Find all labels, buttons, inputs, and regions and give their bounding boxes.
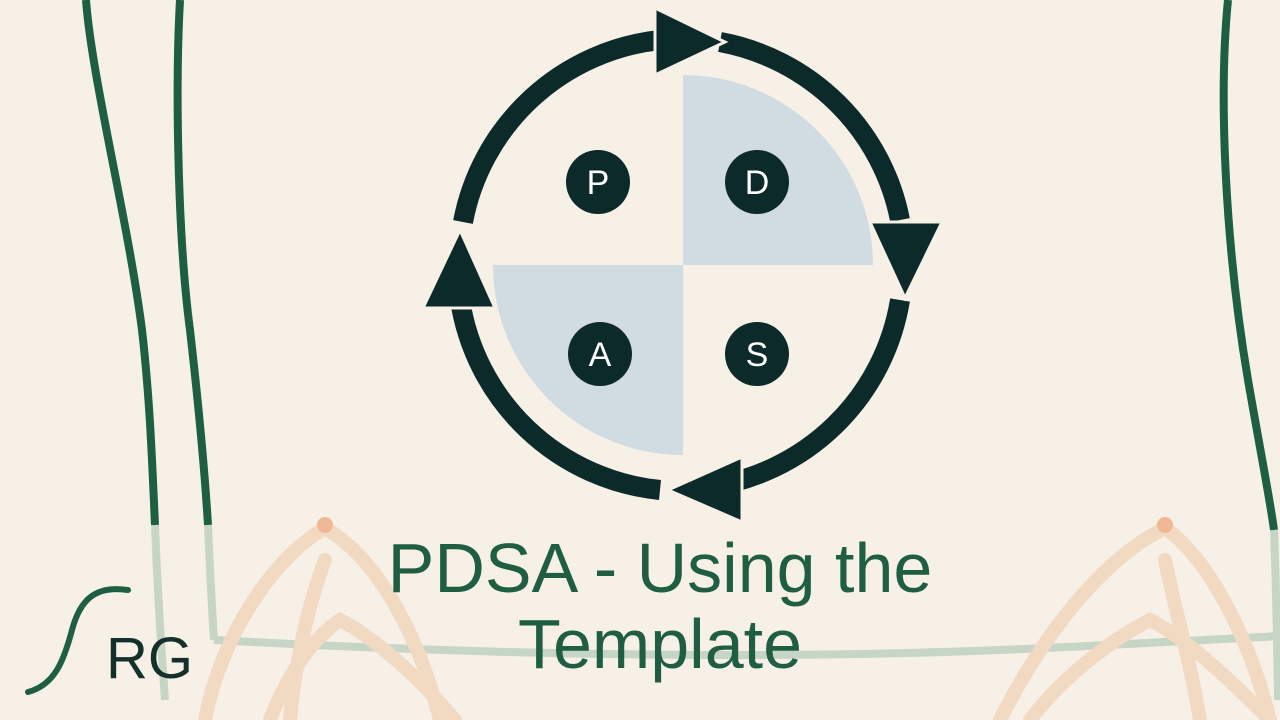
stage-circle-d: D bbox=[725, 150, 789, 214]
cycle-arrows bbox=[450, 30, 910, 500]
arrowhead-left-icon bbox=[420, 226, 498, 310]
arch-peak-dot-right bbox=[1157, 517, 1173, 533]
video-title: PDSA - Using the Template bbox=[330, 530, 990, 682]
stage-circle-a: A bbox=[568, 322, 632, 386]
stage-letter-d: D bbox=[745, 164, 770, 202]
brand-swoosh-icon bbox=[25, 586, 131, 695]
stage-letter-a: A bbox=[589, 336, 612, 374]
quadrant-fills bbox=[493, 75, 873, 455]
arrowhead-bottom-icon bbox=[664, 454, 744, 525]
cycle-arrowheads bbox=[420, 5, 945, 525]
stage-letter-s: S bbox=[746, 336, 769, 374]
arrowhead-top-icon bbox=[653, 5, 729, 78]
arch-peak-dot-left bbox=[317, 517, 333, 533]
right-decorative-line bbox=[1219, 0, 1280, 701]
arch-decorations bbox=[198, 519, 1277, 720]
arrowhead-right-icon bbox=[867, 220, 945, 302]
stage-circle-p: P bbox=[566, 150, 630, 214]
stage-circle-s: S bbox=[725, 322, 789, 386]
brand-logo: RG bbox=[25, 586, 193, 695]
stage-letter-p: P bbox=[587, 164, 610, 202]
title-line-1: PDSA - Using the bbox=[387, 529, 933, 607]
brand-text: RG bbox=[106, 626, 193, 691]
title-line-2: Template bbox=[517, 605, 803, 683]
left-decorative-lines bbox=[82, 0, 218, 701]
